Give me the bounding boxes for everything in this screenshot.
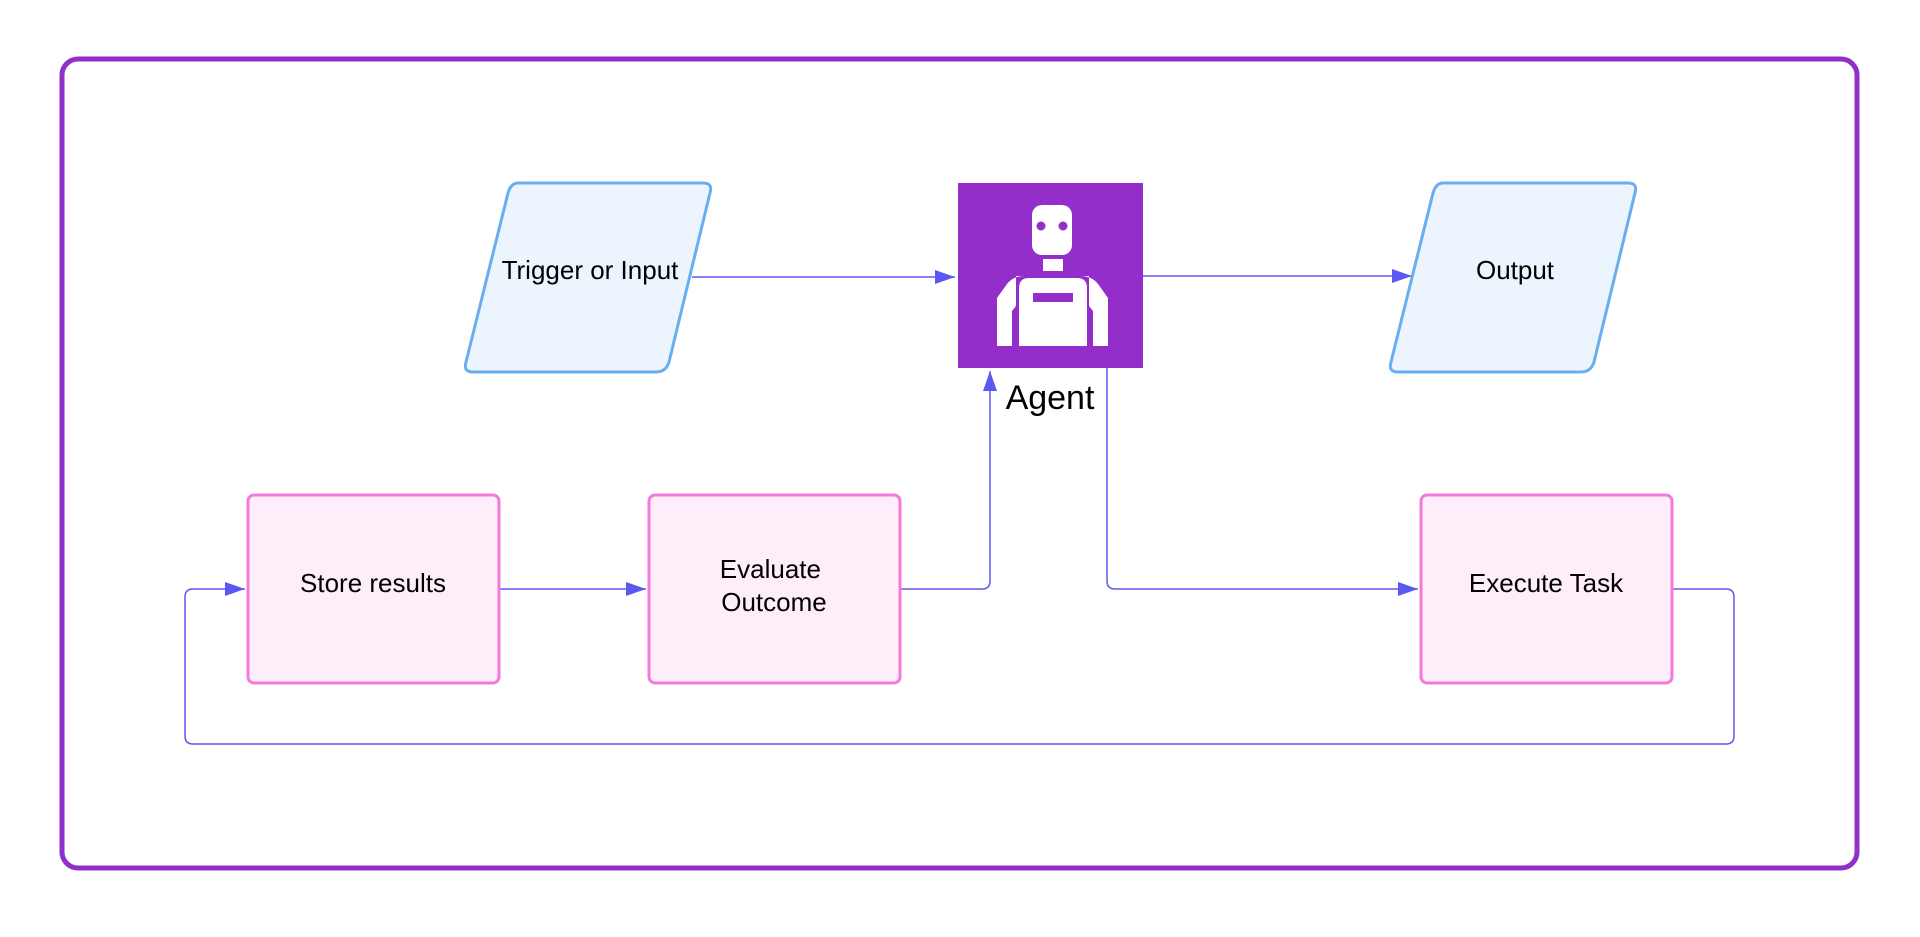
evaluate-outcome-node: Evaluate Outcome bbox=[647, 493, 902, 685]
evaluate-outcome-label-line1: Evaluate bbox=[720, 554, 821, 584]
trigger-shape bbox=[463, 181, 713, 374]
output-label: Output bbox=[1476, 255, 1555, 285]
output-node: Output bbox=[1388, 181, 1638, 374]
agent-label: Agent bbox=[1006, 379, 1095, 417]
execute-task-label: Execute Task bbox=[1469, 568, 1624, 598]
connectors bbox=[184, 269, 1735, 745]
evaluate-outcome-label: Evaluate Outcome bbox=[720, 554, 828, 617]
outer-frame bbox=[59, 56, 1860, 871]
agent-node: Agent bbox=[958, 183, 1143, 417]
output-shape bbox=[1388, 181, 1638, 374]
execute-task-node: Execute Task bbox=[1419, 493, 1674, 685]
connector-evaluate-to-agent bbox=[900, 371, 997, 590]
connector-execute-loop-to-store bbox=[184, 582, 1735, 745]
connector-agent-to-execute bbox=[1106, 368, 1418, 596]
trigger-label: Trigger or Input bbox=[502, 255, 680, 285]
evaluate-outcome-label-line2: Outcome bbox=[721, 587, 827, 617]
execute-task-box bbox=[1419, 493, 1674, 685]
trigger-node: Trigger or Input bbox=[463, 181, 713, 374]
store-results-label: Store results bbox=[300, 568, 446, 598]
store-results-box bbox=[246, 493, 501, 685]
robot-icon bbox=[997, 205, 1108, 346]
evaluate-outcome-box bbox=[647, 493, 902, 685]
store-results-node: Store results bbox=[246, 493, 501, 685]
